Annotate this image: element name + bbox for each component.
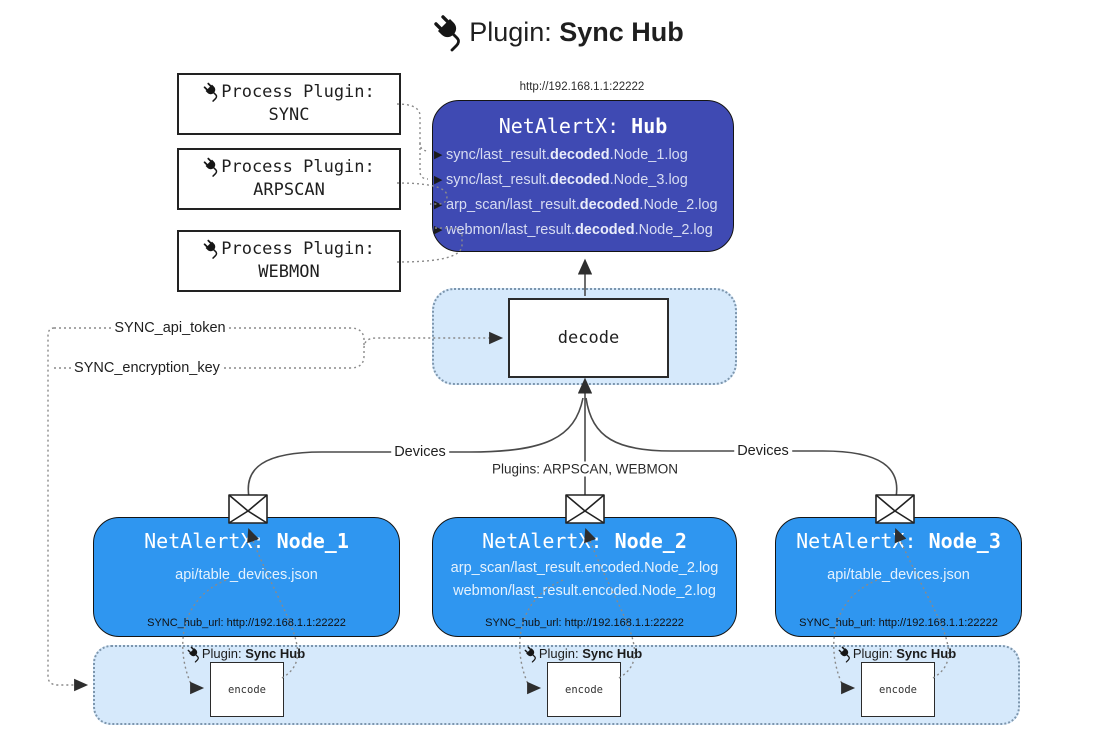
process-plugin-name: SYNC xyxy=(268,105,310,125)
config-label-api-token: SYNC_api_token xyxy=(111,320,229,336)
node-box-2: NetAlertX: Node_2 arp_scan/last_result.e… xyxy=(432,517,737,637)
triangle-marker-icon: ▶ xyxy=(434,224,443,236)
process-plugin-name: ARPSCAN xyxy=(253,180,325,200)
diagram-title: Plugin: Sync Hub xyxy=(0,12,1117,52)
node-data-line: api/table_devices.json xyxy=(175,567,318,583)
node-hub-url: SYNC_hub_url: http://192.168.1.1:22222 xyxy=(485,617,684,629)
edge-label-devices-right: Devices xyxy=(734,443,792,459)
hub-log-row: ▶sync/last_result.decoded.Node_3.log xyxy=(434,172,688,188)
wire-key-to-encoders xyxy=(47,327,89,692)
node-box-3: NetAlertX: Node_3 api/table_devices.json… xyxy=(775,517,1022,637)
hub-log-row: ▶arp_scan/last_result.decoded.Node_2.log xyxy=(434,197,718,213)
edge-label-plugins: Plugins: ARPSCAN, WEBMON xyxy=(488,461,682,477)
wire-sync-to-hublog1 xyxy=(396,103,429,152)
decode-box: decode xyxy=(508,298,669,378)
encode-box-1: encode xyxy=(210,662,284,717)
node-data-line: webmon/last_result.encoded.Node_2.log xyxy=(453,583,716,599)
hub-log-row: ▶webmon/last_result.decoded.Node_2.log xyxy=(434,222,713,238)
hub-url-label: http://192.168.1.1:22222 xyxy=(519,81,645,93)
node-box-1: NetAlertX: Node_1 api/table_devices.json… xyxy=(93,517,400,637)
hub-box: NetAlertX: Hub ▶sync/last_result.decoded… xyxy=(432,100,734,252)
edge-label-devices-left: Devices xyxy=(391,444,449,460)
process-plugin-box-sync: Process Plugin: SYNC xyxy=(177,73,401,135)
encode-box-2: encode xyxy=(547,662,621,717)
node-title: NetAlertX: Node_3 xyxy=(796,529,1001,553)
node-data-line: api/table_devices.json xyxy=(827,567,970,583)
encode-box-3: encode xyxy=(861,662,935,717)
process-plugin-name: WEBMON xyxy=(258,262,320,282)
triangle-marker-icon: ▶ xyxy=(434,174,443,186)
encoder-plugin-label: Plugin: Sync Hub xyxy=(787,645,1007,663)
triangle-marker-icon: ▶ xyxy=(434,199,443,211)
process-plugin-label: Process Plugin: xyxy=(201,81,375,104)
triangle-marker-icon: ▶ xyxy=(434,149,443,161)
process-plugin-label: Process Plugin: xyxy=(201,156,375,179)
node-title: NetAlertX: Node_2 xyxy=(482,529,687,553)
process-plugin-box-webmon: Process Plugin: WEBMON xyxy=(177,230,401,292)
node-data-line: arp_scan/last_result.encoded.Node_2.log xyxy=(450,560,719,576)
process-plugin-label: Process Plugin: xyxy=(201,238,375,261)
wire-sync-to-hublog2 xyxy=(419,143,429,180)
encoder-plugin-label: Plugin: Sync Hub xyxy=(136,645,356,663)
hub-title: NetAlertX: Hub xyxy=(498,114,668,138)
node-hub-url: SYNC_hub_url: http://192.168.1.1:22222 xyxy=(147,617,346,629)
plug-icon xyxy=(429,12,469,52)
config-label-encryption-key: SYNC_encryption_key xyxy=(71,360,223,376)
process-plugin-box-arpscan: Process Plugin: ARPSCAN xyxy=(177,148,401,210)
node-title: NetAlertX: Node_1 xyxy=(144,529,349,553)
hub-log-list: ▶sync/last_result.decoded.Node_1.log ▶sy… xyxy=(433,145,733,240)
node-hub-url: SYNC_hub_url: http://192.168.1.1:22222 xyxy=(799,617,998,629)
hub-log-row: ▶sync/last_result.decoded.Node_1.log xyxy=(434,147,688,163)
encoder-plugin-label: Plugin: Sync Hub xyxy=(473,645,693,663)
